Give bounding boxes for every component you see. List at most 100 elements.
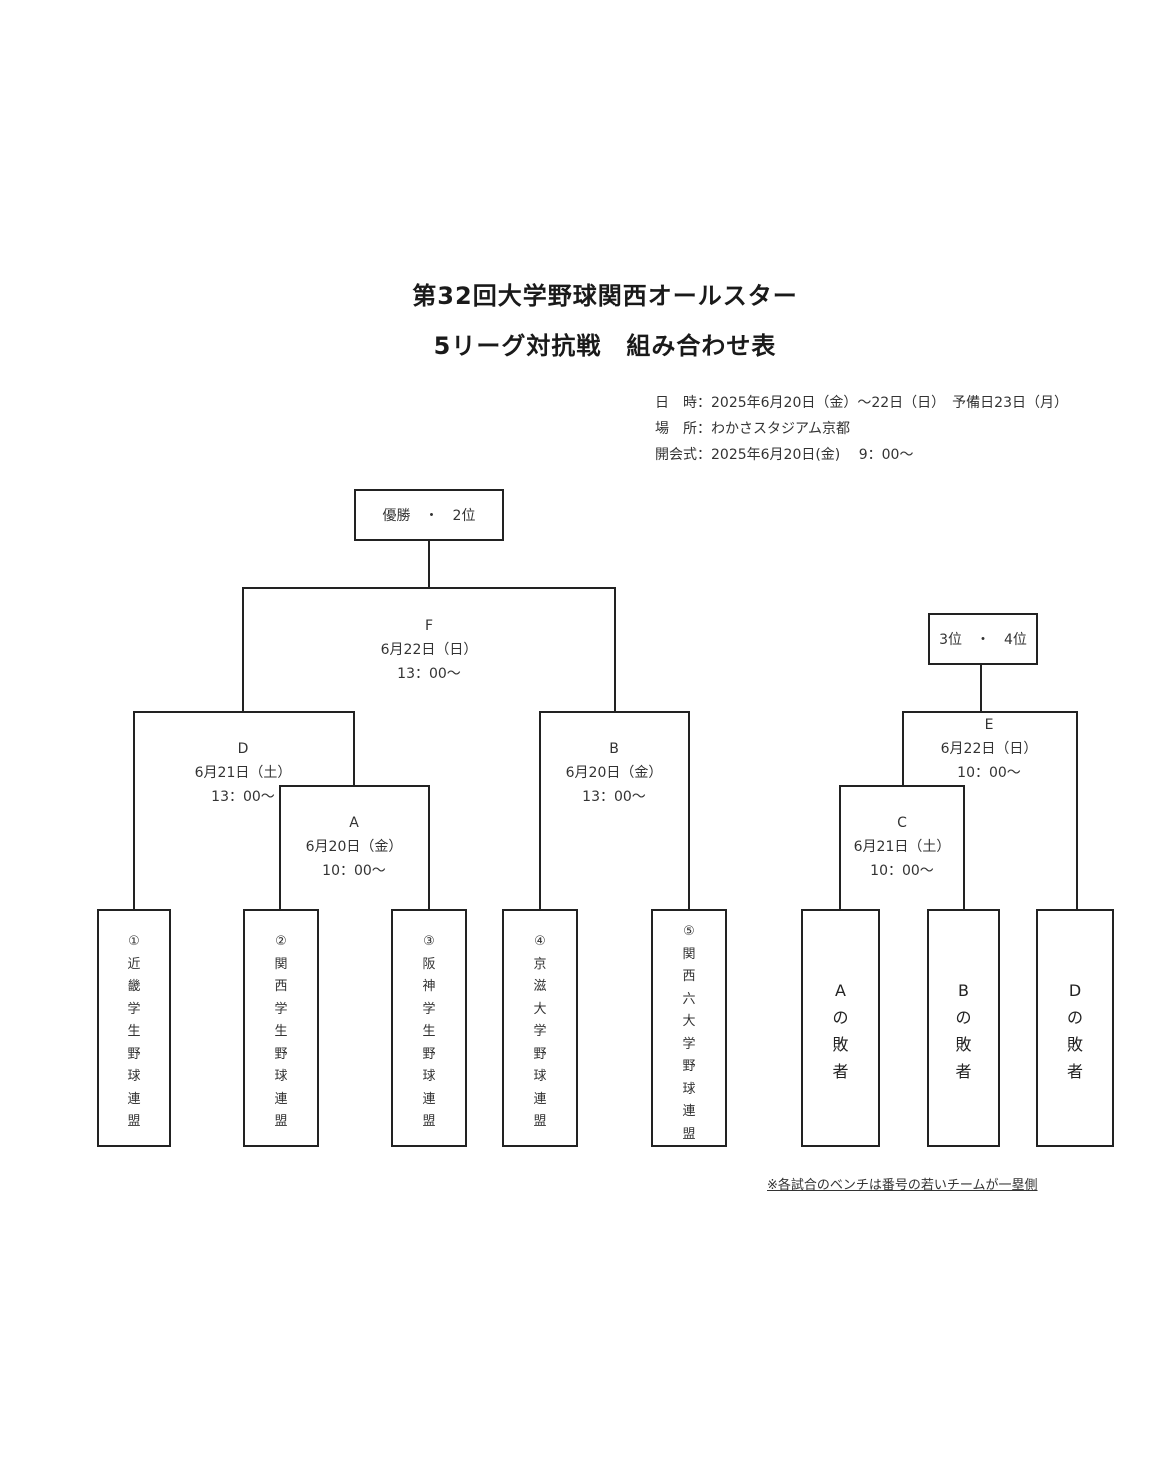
team-box-kinki: ① 近 畿 学 生 野 球 連 盟 (97, 909, 171, 1147)
team-char: 滋 (533, 979, 547, 994)
third-fourth-place-box: 3位 ・ 4位 (928, 613, 1038, 665)
bracket-line (428, 539, 430, 589)
loser-char: B (958, 981, 969, 1000)
loser-char: 者 (832, 1062, 849, 1081)
match-c-label: C 6月21日（土） 10：00～ (854, 811, 951, 883)
team-char: 畿 (127, 979, 141, 994)
team-char: 盟 (422, 1114, 436, 1129)
match-time: 10：00～ (957, 765, 1021, 781)
champion-runnerup-box: 優勝 ・ 2位 (354, 489, 504, 541)
match-time: 13：00～ (211, 789, 275, 805)
team-char: 球 (274, 1069, 288, 1084)
match-b-label: B 6月20日（金） 13：00～ (566, 737, 663, 809)
team-box-keishi: ④ 京 滋 大 学 野 球 連 盟 (502, 909, 578, 1147)
team-box-kansai-roku: ⑤ 関 西 六 大 学 野 球 連 盟 (651, 909, 727, 1147)
team-char: 学 (533, 1024, 547, 1039)
team-char: 関 (274, 956, 288, 972)
loser-box-a: A の 敗 者 (801, 909, 880, 1147)
team-char: 連 (127, 1091, 141, 1107)
bracket-line (279, 785, 281, 911)
bracket-line (839, 785, 841, 911)
bracket-line (688, 711, 690, 911)
bracket-line (1076, 711, 1078, 911)
date-info: 日 時：2025年6月20日（金）～22日（日） 予備日23日（月） (655, 395, 1068, 411)
team-char: 京 (533, 956, 547, 972)
team-char: 六 (682, 991, 696, 1007)
team-char: 盟 (274, 1114, 288, 1129)
loser-char: 者 (955, 1062, 972, 1081)
bracket-line (539, 711, 541, 911)
page-subtitle: 5リーグ対抗戦 組み合わせ表 (433, 332, 777, 360)
team-char: 盟 (682, 1126, 696, 1142)
team-char: 連 (682, 1104, 696, 1119)
team-char: 連 (274, 1091, 288, 1107)
team-char: 野 (127, 1046, 141, 1062)
loser-char: 敗 (832, 1035, 849, 1054)
team-char: ① (128, 934, 140, 949)
loser-char: の (832, 1008, 849, 1027)
team-char: 野 (682, 1059, 696, 1074)
match-label: E (984, 717, 994, 733)
team-char: 関 (682, 946, 696, 962)
match-time: 13：00～ (397, 666, 461, 682)
page-title: 第32回大学野球関西オールスター (412, 282, 798, 310)
match-date: 6月20日（金） (305, 839, 403, 855)
team-char: 連 (533, 1091, 547, 1107)
team-char: 学 (422, 1001, 436, 1017)
team-char: ② (275, 934, 287, 949)
opening-ceremony-info: 開会式：2025年6月20日(金) 9：00～ (655, 447, 914, 463)
bracket-line (539, 711, 690, 713)
team-char: 盟 (127, 1114, 141, 1129)
team-char: 連 (422, 1091, 436, 1107)
bracket-line (614, 587, 616, 713)
match-label: A (349, 815, 359, 831)
team-char: 阪 (422, 956, 436, 972)
team-box-kansai-gakusei: ② 関 西 学 生 野 球 連 盟 (243, 909, 319, 1147)
team-box-hanshin: ③ 阪 神 学 生 野 球 連 盟 (391, 909, 467, 1147)
match-date: 6月21日（土） (853, 839, 951, 855)
team-char: 球 (533, 1069, 547, 1084)
team-char: 野 (274, 1046, 288, 1062)
bracket-line (902, 711, 1078, 713)
team-char: 盟 (533, 1114, 547, 1129)
team-char: 近 (127, 956, 141, 972)
team-char: ⑤ (683, 924, 695, 939)
team-char: 球 (682, 1081, 696, 1097)
team-char: 学 (127, 1001, 141, 1017)
bench-footnote: ※各試合のベンチは番号の若いチームが一塁側 (767, 1178, 1038, 1193)
bracket-line (133, 711, 135, 911)
loser-char: 敗 (955, 1035, 972, 1054)
bracket-line (428, 785, 430, 911)
bracket-line (980, 663, 982, 713)
match-date: 6月20日（金） (565, 765, 663, 781)
team-char: 生 (274, 1024, 288, 1039)
team-char: 野 (533, 1046, 547, 1062)
team-char: 球 (422, 1069, 436, 1084)
loser-char: の (1066, 1008, 1083, 1027)
match-label: C (897, 815, 907, 831)
team-char: 生 (422, 1024, 436, 1039)
match-time: 10：00～ (322, 863, 386, 879)
bracket-line (279, 785, 430, 787)
match-e-label: E 6月22日（日） 10：00～ (941, 713, 1038, 785)
venue-info: 場 所：わかさスタジアム京都 (655, 421, 851, 437)
team-char: 神 (422, 979, 436, 994)
team-char: 西 (682, 969, 696, 984)
bracket-line (902, 711, 904, 787)
match-label: D (237, 741, 249, 757)
team-char: 生 (127, 1024, 141, 1039)
loser-box-b: B の 敗 者 (927, 909, 1000, 1147)
loser-char: A (835, 981, 846, 1000)
bracket-line (242, 587, 244, 713)
match-time: 10：00～ (870, 863, 934, 879)
match-date: 6月21日（土） (194, 765, 292, 781)
team-char: ④ (534, 934, 546, 949)
loser-char: 者 (1066, 1062, 1083, 1081)
team-char: ③ (423, 934, 435, 949)
team-char: 西 (274, 979, 288, 994)
team-char: 学 (274, 1001, 288, 1017)
match-date: 6月22日（日） (940, 741, 1038, 757)
team-char: 大 (533, 1001, 547, 1017)
loser-char: 敗 (1066, 1035, 1083, 1054)
match-d-label: D 6月21日（土） 13：00～ (195, 737, 292, 809)
